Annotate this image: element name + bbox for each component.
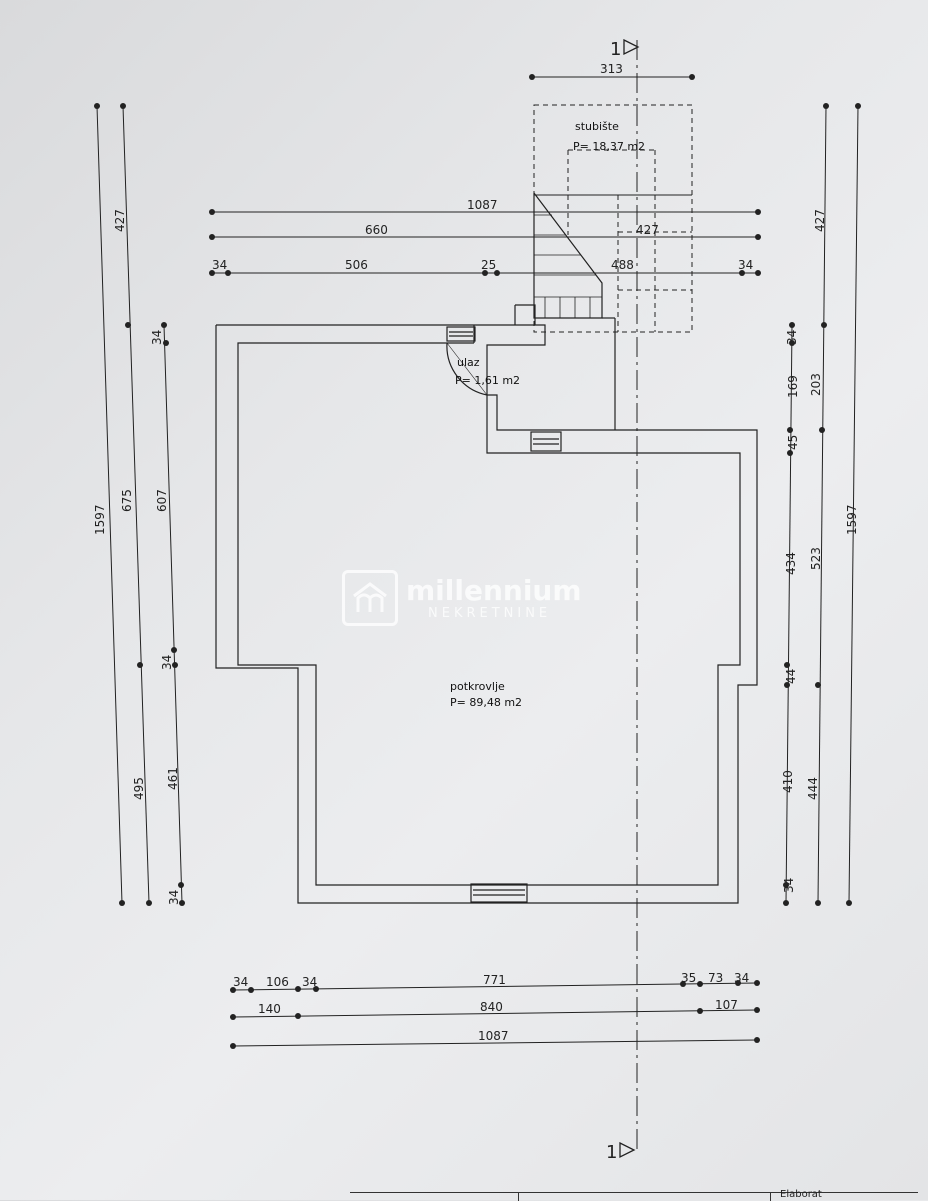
dim-right-203: 203 bbox=[809, 373, 823, 396]
dim-bot-73: 73 bbox=[708, 971, 723, 985]
outer-wall-outline bbox=[215, 325, 758, 904]
watermark-logo: millennium NEKRETNINE bbox=[342, 570, 582, 626]
dim-right-434: 434 bbox=[784, 552, 798, 575]
dim-left-607: 607 bbox=[155, 489, 169, 512]
watermark-name: millennium bbox=[406, 573, 582, 607]
dim-top-34a: 34 bbox=[212, 258, 227, 272]
dim-right-523: 523 bbox=[809, 547, 823, 570]
dim-top-488: 488 bbox=[611, 258, 634, 272]
entry-area: P= 1,61 m2 bbox=[455, 374, 520, 387]
dim-bot-34b: 34 bbox=[302, 975, 317, 989]
dim-top-25: 25 bbox=[481, 258, 496, 272]
dim-bot-107: 107 bbox=[715, 998, 738, 1012]
stair-lower-dashed bbox=[533, 194, 693, 333]
dim-top-1087: 1087 bbox=[467, 198, 498, 212]
stair-area: P= 18,37 m2 bbox=[573, 140, 645, 153]
dim-right-34b: 34 bbox=[782, 878, 796, 893]
dim-bot-34a: 34 bbox=[233, 975, 248, 989]
attic-area: P= 89,48 m2 bbox=[450, 696, 522, 709]
dim-left-495: 495 bbox=[132, 777, 146, 800]
svg-text:1: 1 bbox=[606, 1142, 617, 1163]
dim-right-427: 427 bbox=[813, 209, 827, 232]
dim-right-410: 410 bbox=[781, 770, 795, 793]
window-top bbox=[446, 326, 476, 342]
dim-right-169: 169 bbox=[786, 375, 800, 398]
dim-left-34b: 34 bbox=[160, 655, 174, 670]
dim-right-45: 45 bbox=[786, 435, 800, 450]
dim-bot-840: 840 bbox=[480, 1000, 503, 1014]
dim-bot-771: 771 bbox=[483, 973, 506, 987]
outer-wall bbox=[216, 324, 741, 886]
dim-right-444: 444 bbox=[806, 777, 820, 800]
svg-text:1: 1 bbox=[610, 39, 621, 60]
dim-left-1597: 1597 bbox=[93, 504, 107, 535]
title-block bbox=[350, 1192, 918, 1201]
house-logo-icon bbox=[342, 570, 398, 626]
dim-left-34c: 34 bbox=[167, 890, 181, 905]
dim-left-34a: 34 bbox=[150, 330, 164, 345]
entry-door bbox=[446, 342, 488, 396]
dim-bot-106: 106 bbox=[266, 975, 289, 989]
entry-name: ulaz bbox=[457, 356, 480, 369]
dim-bot-34c: 34 bbox=[734, 971, 749, 985]
dim-right-1597: 1597 bbox=[845, 504, 859, 535]
dim-top-506: 506 bbox=[345, 258, 368, 272]
dim-top-313: 313 bbox=[600, 62, 623, 76]
stair-name: stubište bbox=[575, 120, 619, 133]
dim-top-34b: 34 bbox=[738, 258, 753, 272]
entry-wall bbox=[473, 304, 536, 343]
dim-left-427: 427 bbox=[113, 209, 127, 232]
section-marker-top: 1 bbox=[610, 38, 640, 60]
section-marker-bottom: 1 bbox=[606, 1141, 636, 1163]
window-bottom bbox=[470, 883, 528, 903]
dim-right-34a: 34 bbox=[785, 330, 799, 345]
dim-bot-1087: 1087 bbox=[478, 1029, 509, 1043]
dim-top-660: 660 bbox=[365, 223, 388, 237]
dim-bot-140: 140 bbox=[258, 1002, 281, 1016]
dim-top-427: 427 bbox=[636, 223, 659, 237]
dim-bot-35: 35 bbox=[681, 971, 696, 985]
dim-right-44: 44 bbox=[784, 669, 798, 684]
dim-left-675: 675 bbox=[120, 489, 134, 512]
window-right bbox=[530, 431, 562, 452]
attic-name: potkrovlje bbox=[450, 680, 505, 693]
title-block-label: Elaborat bbox=[780, 1189, 822, 1200]
dim-left-461: 461 bbox=[166, 767, 180, 790]
watermark-subtitle: NEKRETNINE bbox=[428, 605, 552, 621]
